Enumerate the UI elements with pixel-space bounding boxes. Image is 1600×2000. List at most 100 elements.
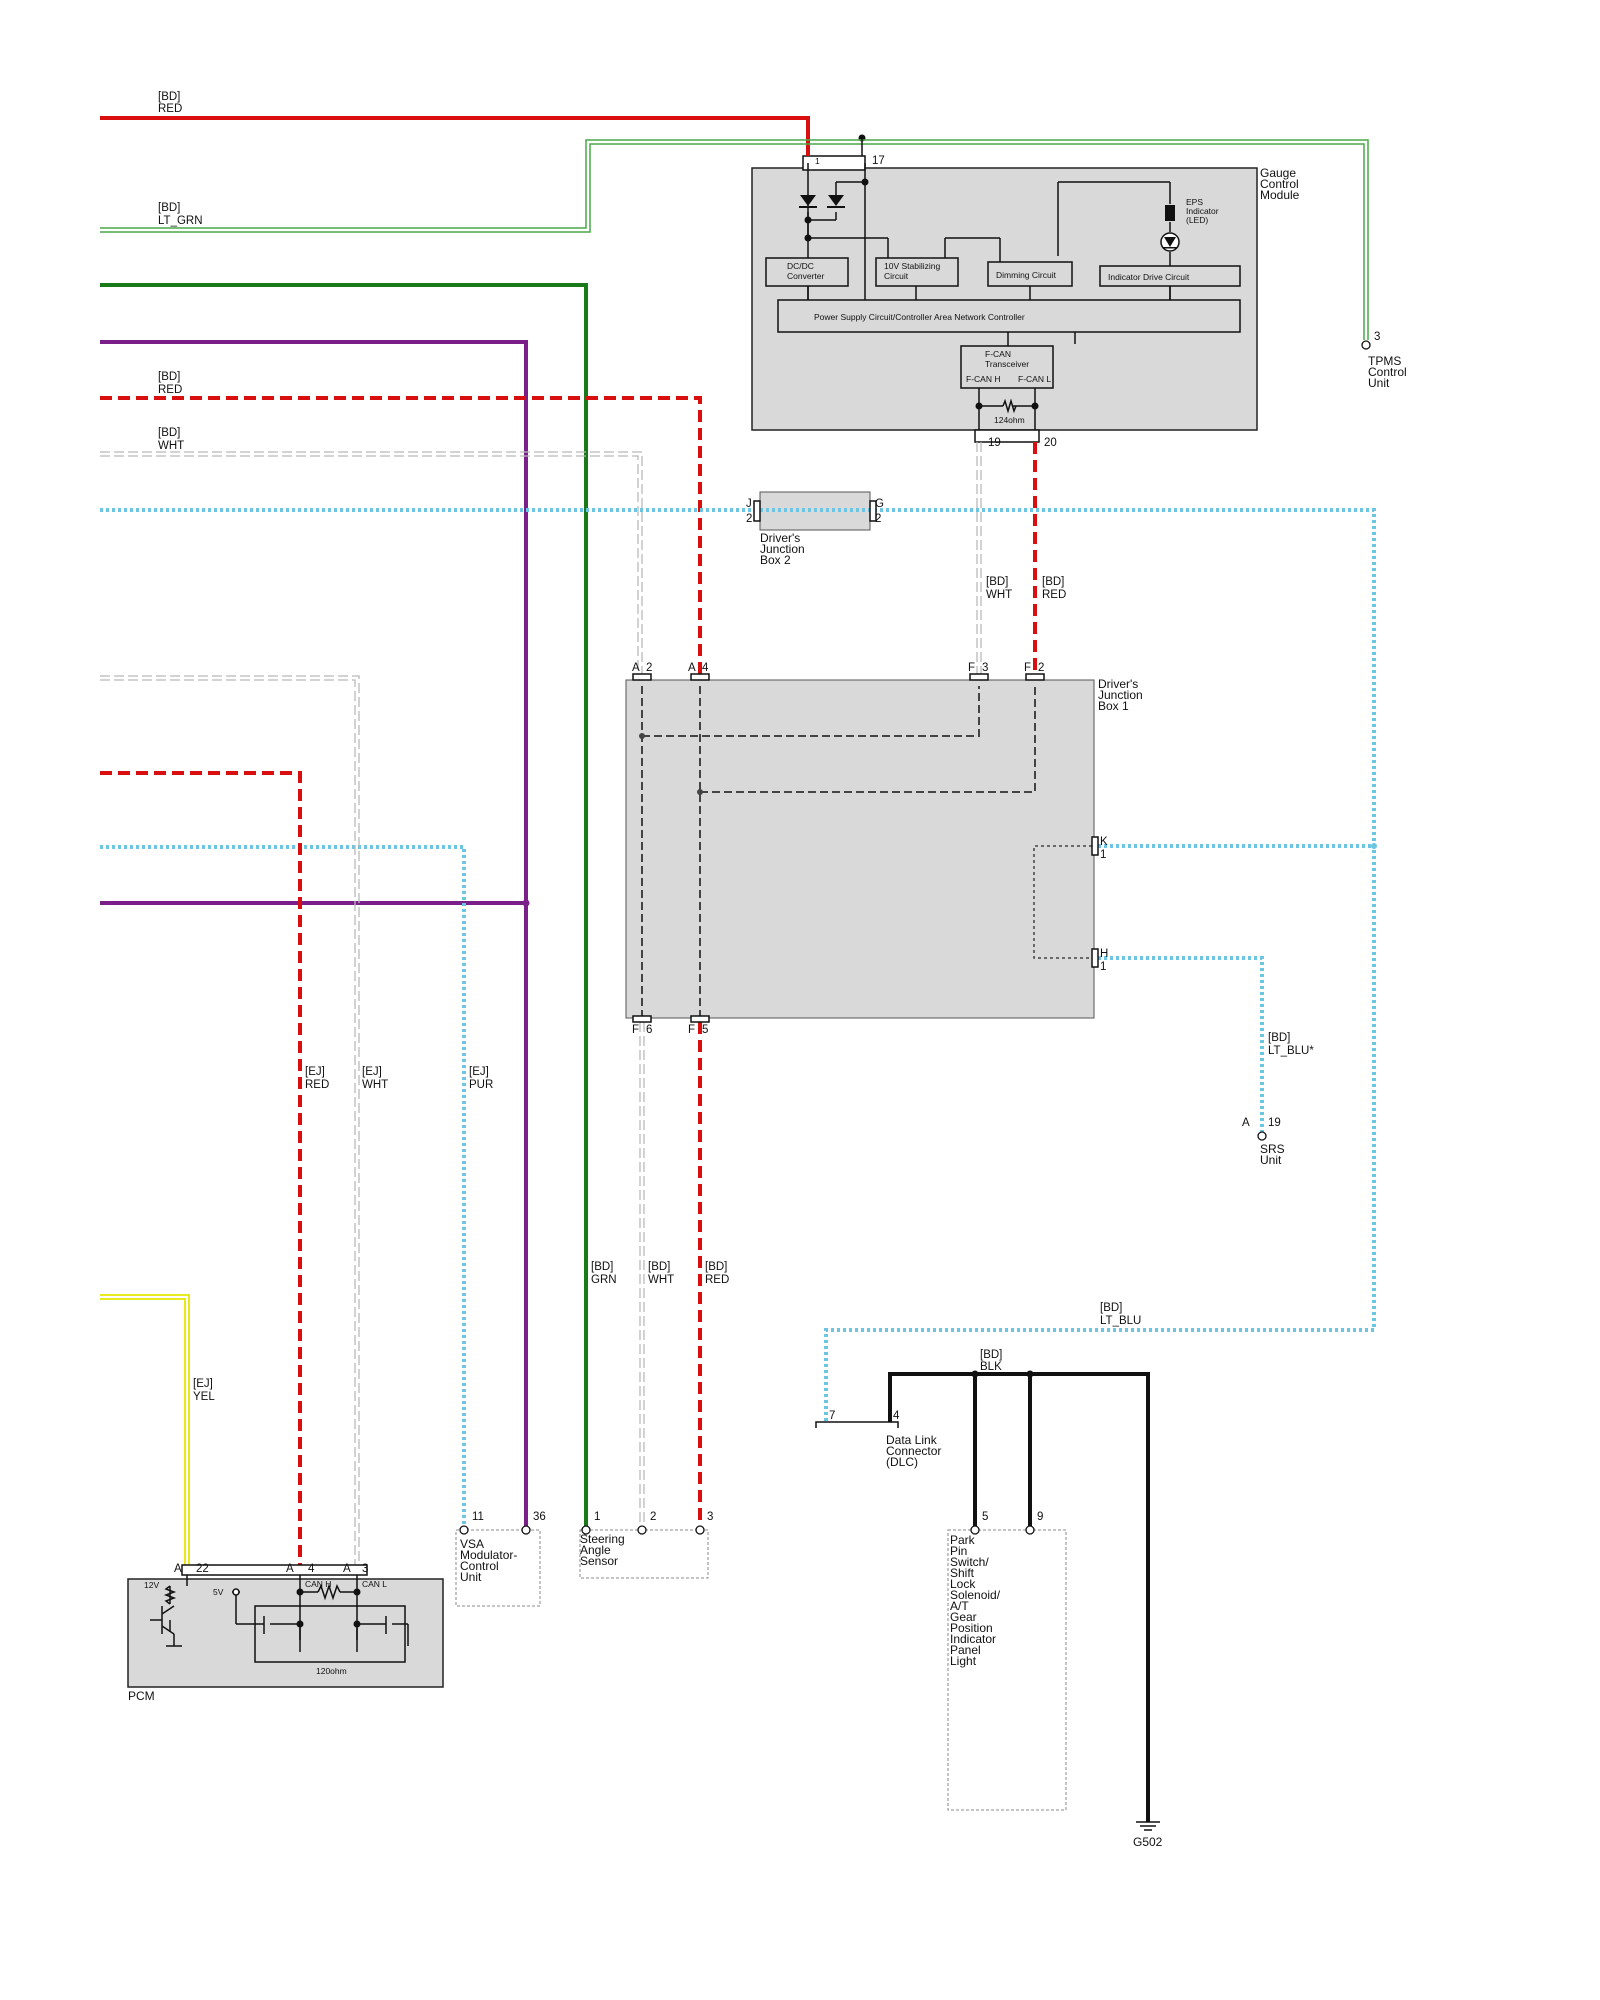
fcan-label-1: F-CAN	[985, 349, 1011, 359]
djb1-name-1: Driver's	[1098, 677, 1138, 691]
djb1-f3-pin: 3	[982, 662, 988, 674]
stab-label-2: Circuit	[884, 271, 909, 281]
djb2-name-3: Box 2	[760, 553, 791, 567]
vsa-name-2: Modulator-	[460, 1548, 517, 1562]
drivers-junction-box-1	[625, 679, 1095, 1019]
power-supply-label: Power Supply Circuit/Controller Area Net…	[814, 312, 1025, 322]
djb1-f2-pin: 2	[1038, 662, 1044, 674]
dcdc-label-2: Converter	[787, 271, 824, 281]
pcm-name: PCM	[128, 1689, 155, 1703]
dcdc-converter-block	[765, 257, 849, 287]
park-name-9: Position	[950, 1621, 993, 1635]
park-name-10: Indicator	[950, 1632, 996, 1646]
vsa-name-1: VSA	[460, 1537, 484, 1551]
dcdc-label-1: DC/DC	[787, 261, 814, 271]
wire-lt-blu-main	[100, 508, 1376, 1422]
terminal-markers	[459, 340, 1371, 1535]
label-sas-red-1: [BD]	[705, 1261, 727, 1273]
gcm-diodes	[799, 195, 845, 208]
label-sas-wht-1: [BD]	[648, 1261, 670, 1273]
djb2-conn-j: J	[746, 498, 752, 510]
tpms-name-1: TPMS	[1368, 354, 1401, 368]
pcm-12v-resistor-icon	[163, 1585, 177, 1605]
purple-splice	[522, 899, 530, 907]
pcm-can-h: CAN H	[305, 1579, 331, 1589]
park-name-11: Panel	[950, 1643, 981, 1657]
pcm-a22-pin: 22	[196, 1563, 209, 1575]
label-ltgrn-2: LT_GRN	[158, 215, 203, 227]
sas-pin-3: 3	[707, 1511, 713, 1523]
djb1-connector-tabs	[632, 673, 1099, 1023]
park-name-2: Pin	[950, 1544, 967, 1558]
djb1-f6-pin: 6	[646, 1024, 652, 1036]
pcm-5v-terminal-icon	[232, 1588, 240, 1596]
resistor-120ohm-icon	[317, 1583, 341, 1601]
label-dlc-ltblu-1: [BD]	[1100, 1302, 1122, 1314]
label-wht-top-2: WHT	[158, 440, 184, 452]
djb1-name-3: Box 1	[1098, 699, 1129, 713]
pcm-junction-dots	[296, 1588, 361, 1628]
djb1-k-conn: K	[1100, 836, 1108, 848]
pcm-box	[127, 1578, 444, 1688]
park-name-1: Park	[950, 1533, 976, 1547]
srs-conn: A	[1242, 1117, 1250, 1129]
park-pin-switch-outline	[947, 1529, 1067, 1811]
park-name-6: Solenoid/	[950, 1588, 1001, 1602]
blk-splice-1	[971, 1370, 979, 1378]
djb2-name-1: Driver's	[760, 531, 800, 545]
dlc-pin-7: 7	[829, 1410, 835, 1422]
dlc-name-2: Connector	[886, 1444, 941, 1458]
label-sas-grn-2: GRN	[591, 1274, 617, 1286]
label-red-top-2: RED	[158, 103, 182, 115]
label-dlc-ltblu-2: LT_BLU	[1100, 1315, 1141, 1327]
wire-bd-wht-dashed-top	[100, 451, 643, 674]
djb1-f2-conn: F	[1024, 662, 1031, 674]
pcm-a22-conn: A	[174, 1563, 182, 1575]
djb1-h-pin: 1	[1100, 961, 1106, 973]
park-name-12: Light	[950, 1654, 977, 1668]
label-srs-ltblu-2: LT_BLU*	[1268, 1045, 1314, 1057]
djb1-f5-pin: 5	[702, 1024, 708, 1036]
srs-name-2: Unit	[1260, 1153, 1282, 1167]
djb2-connector-tabs	[753, 500, 877, 522]
dlc-name-1: Data Link	[886, 1433, 938, 1447]
label-reddash-2: RED	[158, 384, 182, 396]
resistor-124-label: 124ohm	[994, 415, 1025, 425]
srs-name-1: SRS	[1260, 1142, 1285, 1156]
label-wht-top-1: [BD]	[158, 427, 180, 439]
wire-ej-pur-ltblu-vsa	[100, 845, 466, 1526]
label-gcm-red-2: RED	[1042, 589, 1066, 601]
pcm-internal-circuit	[150, 1575, 409, 1663]
pcm-a3-pin: 3	[362, 1563, 368, 1575]
djb1-f6-conn: F	[632, 1024, 639, 1036]
fcan-transceiver-block	[960, 345, 1054, 389]
stab-label-1: 10V Stabilizing	[884, 261, 941, 271]
fcan-label-2: Transceiver	[985, 359, 1029, 369]
pcm-connector-strip	[181, 1564, 368, 1576]
wire-purple	[100, 340, 528, 1526]
djb1-a4-pin: 4	[702, 662, 709, 674]
gcm-name-3: Module	[1260, 188, 1300, 202]
dlc-name-3: (DLC)	[886, 1455, 918, 1469]
pcm-a3-conn: A	[343, 1563, 351, 1575]
gcm-bus-lines	[807, 286, 1171, 300]
gcm-name-2: Control	[1260, 177, 1299, 191]
label-ej-red-1: [EJ]	[305, 1066, 325, 1078]
wire-bd-red-dashed-top	[100, 396, 702, 674]
label-ltgrn-1: [BD]	[158, 202, 180, 214]
sas-name-3: Sensor	[580, 1554, 618, 1568]
indicator-drive-label: Indicator Drive Circuit	[1108, 272, 1190, 282]
wire-bd-blk	[888, 1372, 1150, 1822]
djb1-f3-conn: F	[968, 662, 975, 674]
pcm-a4-pin: 4	[308, 1563, 315, 1575]
djb1-h-conn: H	[1100, 948, 1108, 960]
park-name-5: Lock	[950, 1577, 976, 1591]
label-srs-ltblu-1: [BD]	[1268, 1032, 1290, 1044]
djb1-splice-a	[639, 733, 645, 739]
sas-name-2: Angle	[580, 1543, 611, 1557]
steering-angle-sensor-outline	[579, 1529, 709, 1579]
wire-bd-grn	[100, 283, 588, 1526]
djb1-k-pin: 1	[1100, 849, 1106, 861]
djb1-name-2: Junction	[1098, 688, 1143, 702]
